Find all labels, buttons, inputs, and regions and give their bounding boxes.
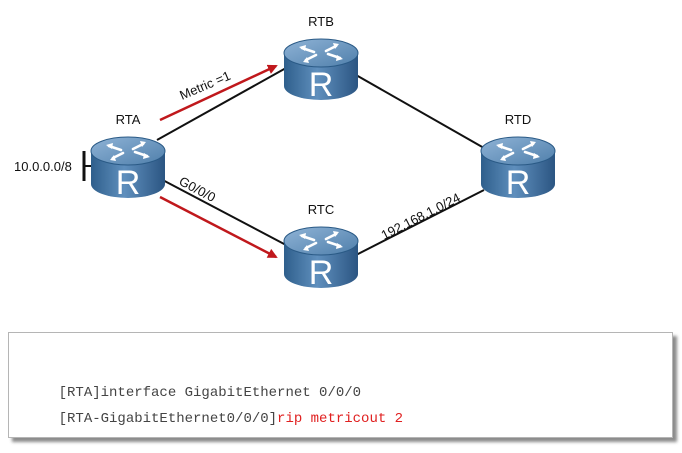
interface-label: G0/0/0 xyxy=(177,173,219,205)
cli-line-2-prompt: [RTA-GigabitEthernet0/0/0] xyxy=(58,411,278,427)
link-rta-rtc xyxy=(156,176,287,246)
link-rtc-rtd xyxy=(355,189,485,256)
link-rtb-rtd xyxy=(355,74,485,149)
network-label: 10.0.0.0/8 xyxy=(14,159,72,174)
router-rtb-letter: R xyxy=(309,66,334,104)
router-rtb: R xyxy=(282,37,360,104)
cli-line-1-text: [RTA]interface GigabitEthernet 0/0/0 xyxy=(58,385,362,401)
router-rtc-label: RTC xyxy=(308,202,334,217)
router-rtc-letter: R xyxy=(309,254,334,292)
router-rta-label: RTA xyxy=(116,112,141,127)
router-rtd-label: RTD xyxy=(505,112,531,127)
metric-arrow-to-rtb xyxy=(159,64,278,122)
metric-label: Metric =1 xyxy=(177,68,232,103)
router-rta: R xyxy=(89,135,167,202)
metric-arrow-to-rtc xyxy=(159,195,278,259)
subnet-label: 192.168.1.0/24 xyxy=(379,190,463,243)
router-rtd-letter: R xyxy=(506,164,531,202)
router-rta-letter: R xyxy=(116,164,141,202)
router-rtc: R xyxy=(282,225,360,292)
cli-line-1: [RTA]interface GigabitEthernet 0/0/0 xyxy=(25,369,361,417)
network-topology-diagram: R R R R RTA RTB RTC RTD 10.0.0.0/8 Metri… xyxy=(14,14,557,292)
link-rta-rtb xyxy=(156,67,287,141)
router-rtd: R xyxy=(479,135,557,202)
router-rtb-label: RTB xyxy=(308,14,334,29)
cli-line-2-command: rip metricout 2 xyxy=(277,411,404,427)
cli-config-box: [RTA]interface GigabitEthernet 0/0/0 [RT… xyxy=(8,332,673,438)
cli-line-2: [RTA-GigabitEthernet0/0/0]rip metricout … xyxy=(25,395,403,443)
